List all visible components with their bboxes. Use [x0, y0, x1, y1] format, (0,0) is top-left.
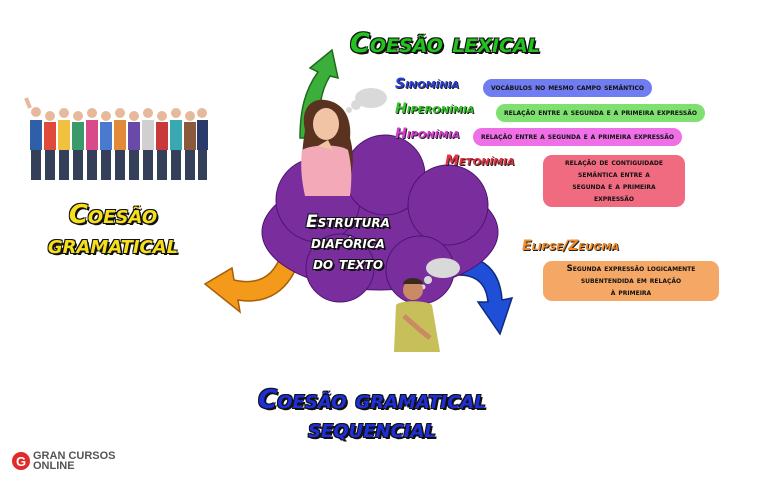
metonimia-line3: segunda e a primeira [572, 182, 656, 192]
pill-hiperonimia: relação entre a segunda e a primeira exp… [496, 104, 706, 122]
pill-hiponimia: relação entre a segunda e a primeira exp… [473, 128, 683, 146]
thinking-woman-illustration [301, 99, 353, 196]
people-group-illustration [24, 97, 208, 180]
logo-line2: ONLINE [33, 460, 75, 472]
title-gramatical-line1: Coesão [68, 200, 158, 230]
logo-text: GRAN CURSOS ONLINE [33, 450, 116, 472]
center-line1: Estrutura diafórica [306, 212, 390, 253]
center-line2: do texto [312, 254, 384, 274]
term-hiperonimia: Hiperonímia [395, 101, 475, 117]
title-gramatical-line2: gramatical [47, 230, 179, 260]
thought-bubble-man-icon [420, 258, 460, 290]
orange-arrow-left-icon [203, 251, 301, 314]
title-coesao-sequencial: Coesão gramatical sequencial [222, 386, 522, 444]
metonimia-line1: relação de contiguidade [565, 158, 663, 168]
elipse-line1: Segunda expressão logicamente [566, 264, 696, 274]
elipse-line3: à primeira [610, 288, 652, 298]
term-elipse-zeugma: Elipse/Zeugma [522, 238, 620, 254]
title-sequencial-line2: sequencial [308, 414, 436, 444]
term-metonimia: Metonímia [445, 153, 515, 169]
gran-cursos-logo: G GRAN CURSOS ONLINE [12, 450, 116, 472]
term-sinomimia: Sinomínia [395, 76, 460, 92]
pill-elipse-zeugma: Segunda expressão logicamente subentendi… [543, 261, 719, 301]
thought-bubble-small-icon [346, 88, 387, 113]
thinking-man-illustration [394, 278, 440, 352]
term-hiponimia: Hiponímia [395, 126, 460, 142]
elipse-line2: subentendida em relação [580, 276, 682, 286]
pill-metonimia: relação de contiguidade semântica entre … [543, 155, 685, 207]
title-coesao-lexical: Coesão lexical [350, 28, 540, 59]
pill-sinomimia: vocábulos no mesmo campo semântico [483, 79, 652, 97]
metonimia-line4: expressão [594, 194, 634, 204]
logo-g-icon: G [12, 452, 30, 470]
metonimia-line2: semântica entre a [578, 170, 650, 180]
logo-line1: GRAN CURSOS [33, 450, 116, 462]
title-coesao-gramatical: Coesão gramatical [18, 200, 208, 260]
cloud-center-label: Estrutura diafórica do texto [268, 212, 428, 275]
title-sequencial-line1: Coesão gramatical [258, 385, 486, 415]
